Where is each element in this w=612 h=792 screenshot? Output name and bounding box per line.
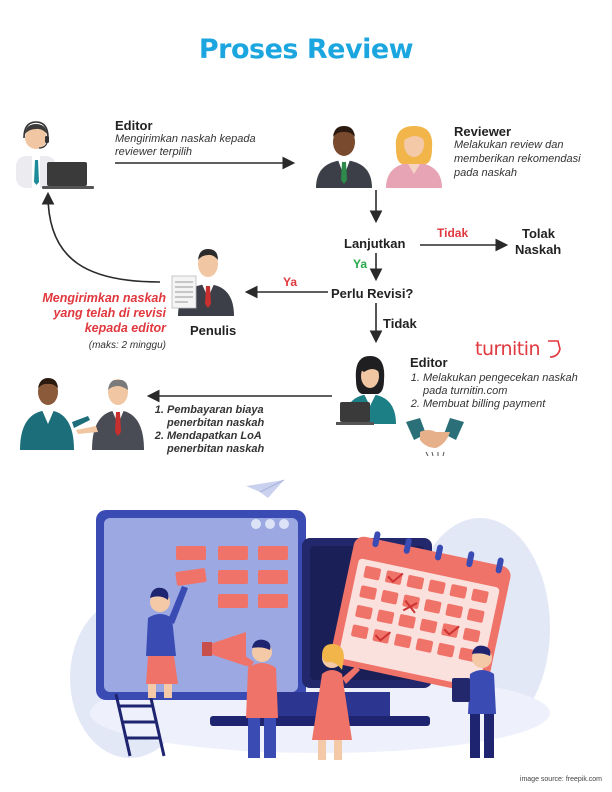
editor-top-name: Editor	[115, 118, 153, 133]
editor-top-desc-1: Mengirimkan naskah kepada	[115, 133, 256, 145]
tolak-line-1: Tolak	[522, 226, 555, 241]
editor-bottom-icon	[336, 356, 396, 425]
page-title: Proses Review	[198, 34, 414, 65]
perlu-revisi-node: Perlu Revisi?	[331, 286, 414, 301]
tidak-label-2: Tidak	[383, 316, 417, 331]
penulis-icon	[171, 249, 234, 316]
tolak-line-2: Naskah	[515, 242, 562, 257]
penulis-note-time: (maks: 2 minggu)	[88, 340, 166, 351]
team-planning-illustration	[70, 479, 550, 760]
turnitin-logo: turnitin	[475, 338, 562, 360]
meeting-people-icon	[20, 378, 144, 450]
reviewer-name: Reviewer	[454, 124, 512, 139]
editor-step-2: Membuat billing payment	[423, 398, 606, 411]
reviewer-desc-2: memberikan rekomendasi	[454, 153, 581, 165]
lanjutkan-node: Lanjutkan	[344, 236, 406, 251]
editor-top-desc-2: reviewer terpilih	[115, 146, 193, 158]
ya-label-2: Ya	[283, 275, 298, 289]
image-credit: image source: freepik.com	[519, 776, 602, 783]
turnitin-swoosh-icon	[547, 340, 561, 358]
turnitin-logo-text: turnitin	[475, 338, 541, 360]
arrow-penulis-to-editor	[41, 191, 161, 283]
penulis-name: Penulis	[190, 323, 237, 338]
penulis-note-1: Mengirimkan naskah	[42, 291, 166, 305]
flow-arrows	[41, 156, 509, 403]
editor-headset-icon	[16, 121, 94, 189]
reviewers-icon	[316, 126, 442, 188]
penulis-note-2: yang telah di revisi	[53, 306, 166, 320]
reviewer-desc-1: Melakukan review dan	[454, 139, 564, 151]
ya-label-1: Ya	[353, 257, 368, 271]
reviewer-desc-3: pada naskah	[454, 167, 517, 179]
handshake-icon	[406, 418, 464, 457]
penulis-note-3: kepada editor	[84, 321, 166, 335]
editor-bottom-name: Editor	[410, 355, 448, 370]
tidak-label-1: Tidak	[437, 226, 469, 240]
